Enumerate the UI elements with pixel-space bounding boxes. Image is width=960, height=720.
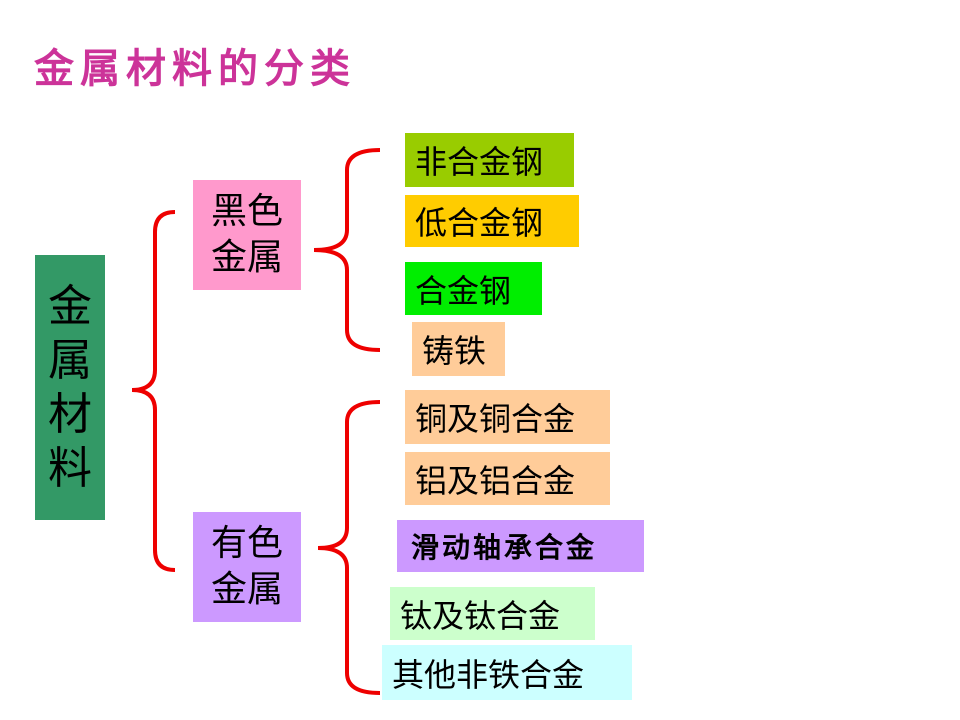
category-label: 金属 [210, 569, 283, 610]
root-char: 料 [48, 442, 92, 494]
category-nonferrous: 有色金属 [193, 512, 301, 622]
root-brace [131, 210, 176, 572]
category-label: 黑色 [210, 191, 283, 232]
item-titanium-alloy: 钛及钛合金 [390, 587, 595, 640]
item-low-alloy-steel: 低合金钢 [405, 195, 579, 247]
root-char: 属 [48, 334, 92, 386]
item-non-alloy-steel: 非合金钢 [405, 133, 574, 187]
ferrous-brace [313, 148, 381, 352]
root-box-metal-materials: 金 属 材 料 [35, 255, 105, 520]
item-bearing-alloy: 滑动轴承合金 [397, 520, 644, 572]
item-copper-alloy: 铜及铜合金 [405, 390, 610, 444]
item-aluminum-alloy: 铝及铝合金 [405, 452, 610, 505]
item-alloy-steel: 合金钢 [405, 262, 542, 315]
category-ferrous: 黑色金属 [193, 180, 301, 290]
item-other-nonferrous-alloy: 其他非铁合金 [382, 645, 632, 700]
category-label: 有色 [210, 523, 283, 564]
category-label: 金属 [210, 237, 283, 278]
root-char: 材 [48, 388, 92, 440]
item-cast-iron: 铸铁 [412, 322, 505, 376]
nonferrous-brace [317, 400, 381, 695]
page-title: 金属材料的分类 [34, 46, 356, 92]
root-char: 金 [48, 280, 92, 332]
